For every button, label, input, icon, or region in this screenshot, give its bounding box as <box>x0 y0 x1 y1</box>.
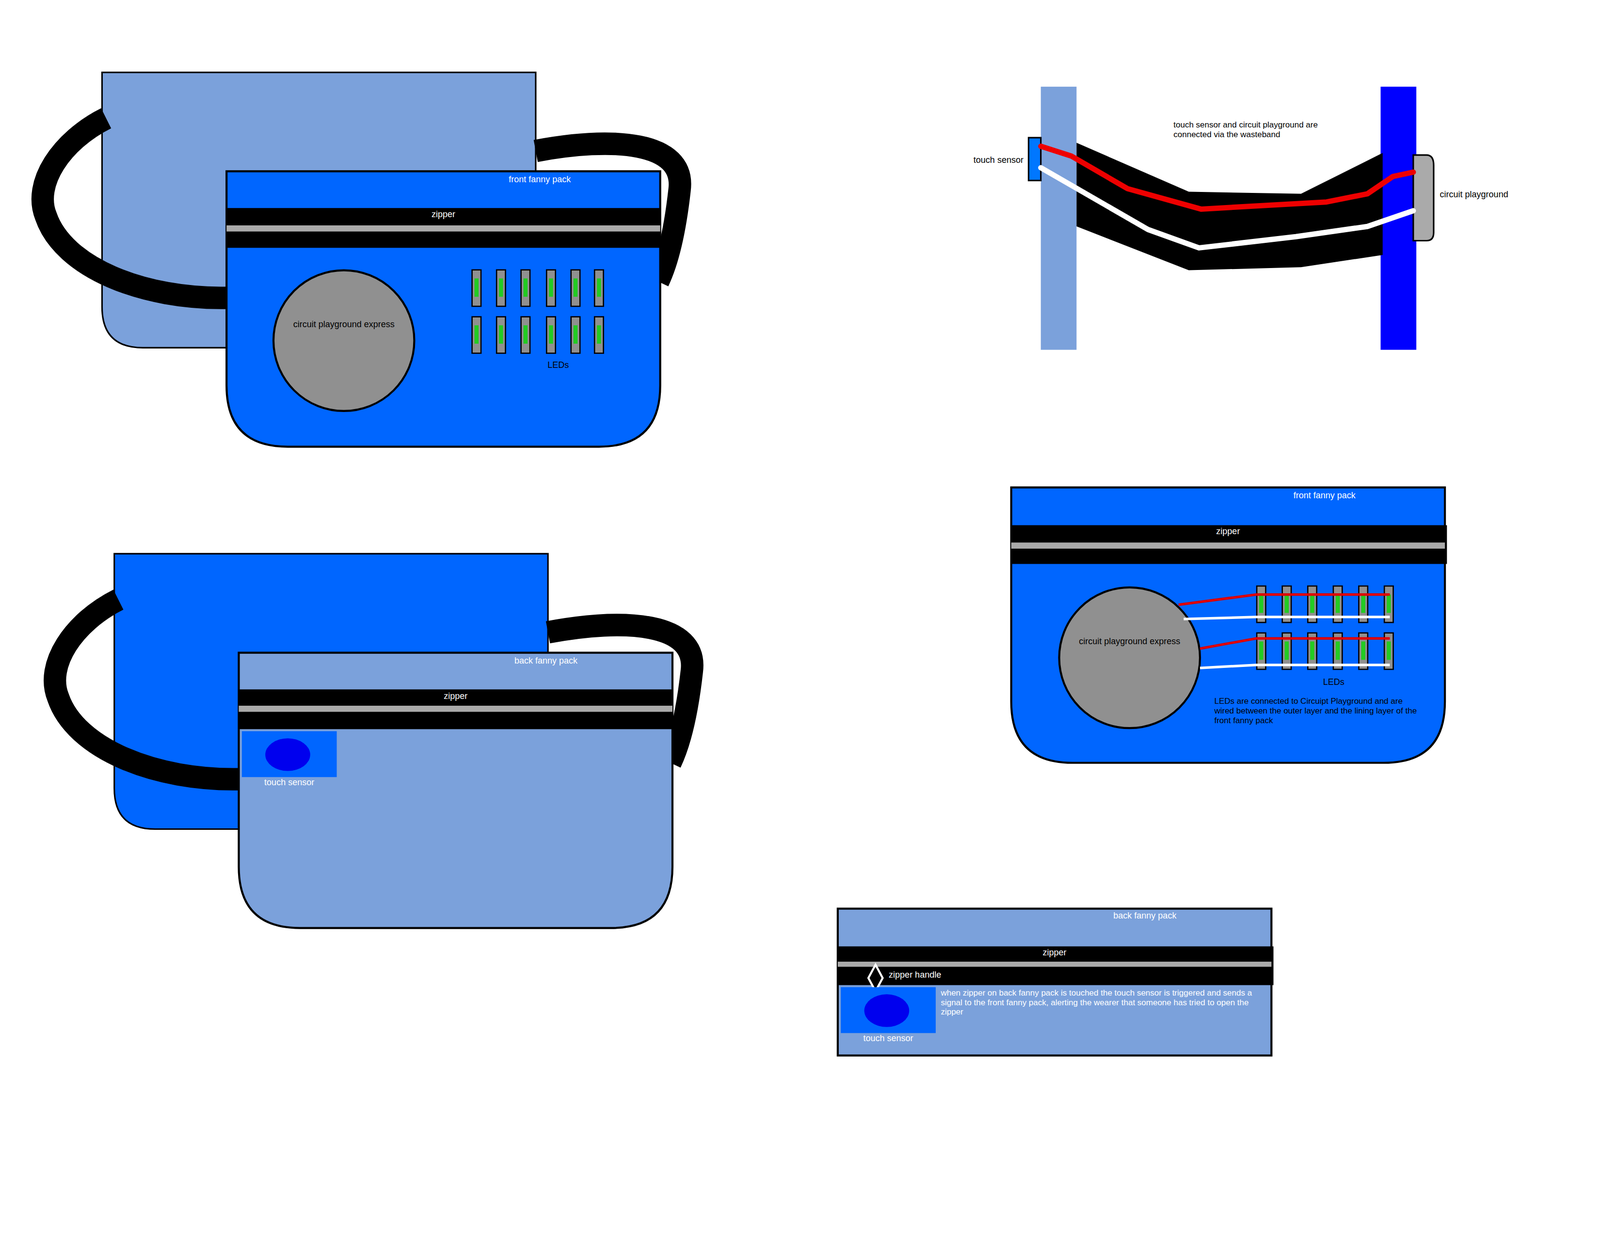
zipper-band <box>226 208 660 248</box>
node-text: circuit playground express <box>1078 636 1181 647</box>
node-text: touch sensor <box>835 1033 942 1044</box>
part-label: zipper handle <box>888 970 981 981</box>
zipper-band: zipper <box>1011 525 1445 565</box>
node-text: back fanny pack <box>474 656 618 667</box>
note-text: touch sensor and circuit playground are … <box>1173 120 1349 140</box>
back-view <box>54 553 692 928</box>
note-text: when zipper on back fanny pack is touche… <box>940 988 1267 1018</box>
node-text: zipper <box>837 947 1272 959</box>
node-text: circuit playground express <box>292 319 395 330</box>
pack-front: front fanny pack zipper circuit playground… <box>226 171 660 448</box>
zipper-band <box>238 689 672 730</box>
zipper-band: zipper <box>226 208 660 248</box>
circuit-playground-circle: circuit playground express <box>1059 587 1200 729</box>
node-text: back fanny pack <box>1073 911 1217 922</box>
zipper-band <box>1011 525 1448 565</box>
node-text: circuit playground <box>1440 189 1553 200</box>
node-text: touch sensor <box>944 155 1024 166</box>
pack-back: back fanny pack zipper touch sensor <box>837 909 1272 1056</box>
node-text: zipper <box>238 691 672 702</box>
touch-sensor-dot <box>864 994 910 1027</box>
touch-sensor-tab <box>1028 137 1041 181</box>
circuit-playground-tab: circuit playground <box>1413 155 1434 241</box>
circuit-playground <box>1059 587 1200 729</box>
back-pack-side <box>1040 86 1077 351</box>
node-text: touch sensor <box>236 777 342 788</box>
front-view <box>42 72 680 447</box>
zipper-line <box>837 961 1272 968</box>
touch-sensor-tab: touch sensor <box>1028 137 1041 181</box>
circuit-playground <box>273 270 415 412</box>
front-wiring-view <box>1011 487 1448 764</box>
touch-pad <box>840 987 936 1034</box>
part-label: LEDs <box>535 360 581 371</box>
belt <box>54 599 241 780</box>
back-pack <box>238 653 672 929</box>
touch-sensor-dot <box>265 738 311 771</box>
front-pack <box>226 171 660 447</box>
zipper-line <box>238 705 672 713</box>
circuit-playground-tab <box>1413 155 1434 241</box>
node-text: front fanny pack <box>469 174 610 185</box>
belt <box>42 118 229 298</box>
waistband-view <box>1028 86 1434 351</box>
node-text: front fanny pack <box>1252 490 1396 501</box>
node-text: zipper <box>226 209 660 220</box>
part-label: LEDs <box>1310 677 1358 688</box>
led-array <box>1256 586 1394 671</box>
zipper-line <box>226 225 660 232</box>
note-text: LEDs are connected to Circuipt Playgroun… <box>1214 696 1419 726</box>
zipper-line <box>1011 542 1445 549</box>
led-wires <box>1178 594 1391 669</box>
zipper-band <box>837 946 1274 986</box>
touch-sensor-box: touch sensor <box>241 731 337 778</box>
circuit-playground-circle: circuit playground express <box>273 270 415 412</box>
node-text: zipper <box>1011 526 1445 537</box>
touch-pad <box>241 731 337 778</box>
wire-connector <box>1040 167 1414 248</box>
touch-sensor-box: touch sensor <box>840 987 936 1034</box>
led-array <box>471 269 604 354</box>
zipper-band: zipper <box>238 689 672 730</box>
pack-back: back fanny pack zipper touch sensor <box>238 653 672 929</box>
